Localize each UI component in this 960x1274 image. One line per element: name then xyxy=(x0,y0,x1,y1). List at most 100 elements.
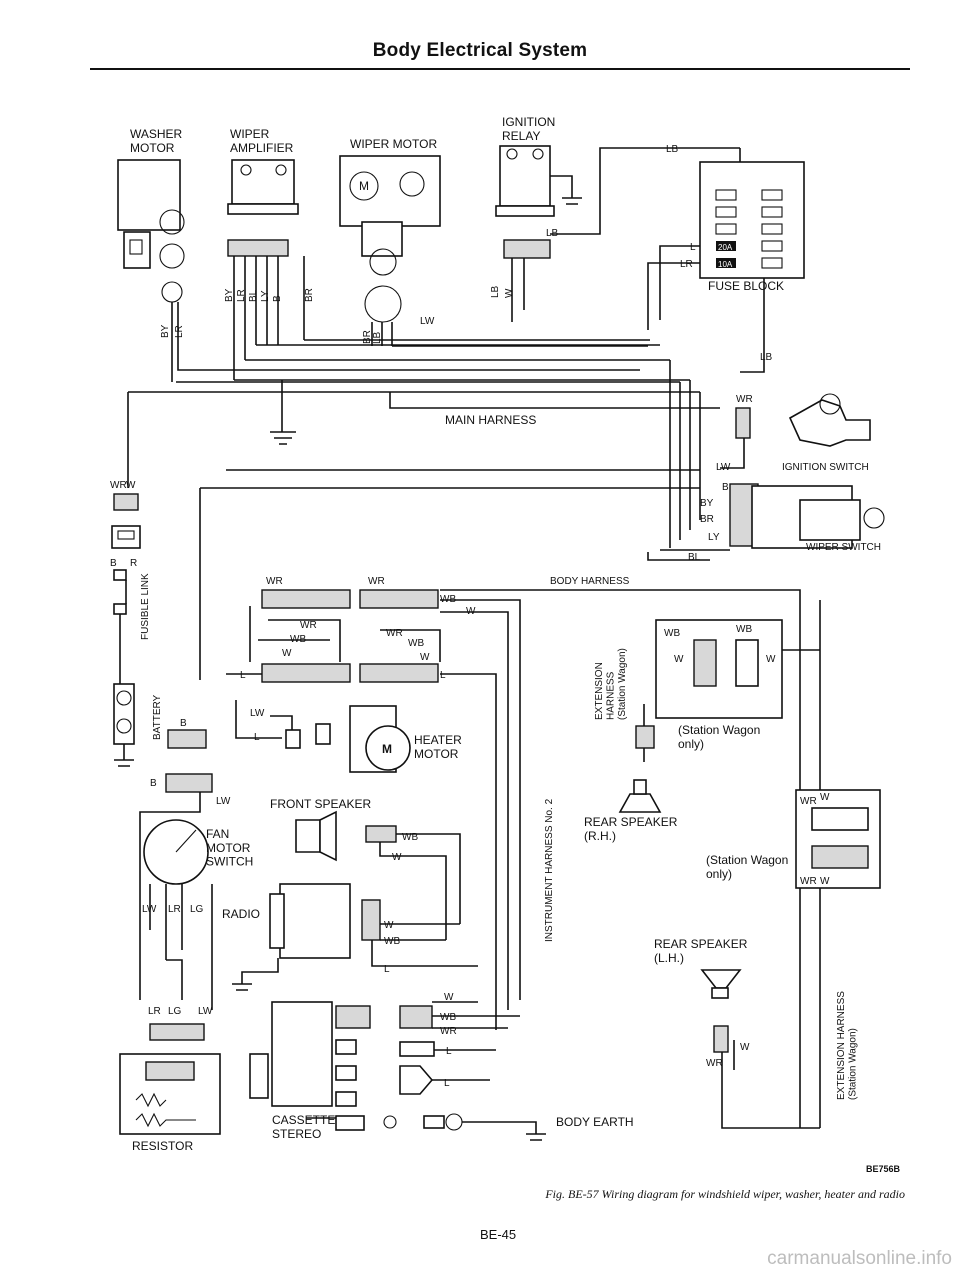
front-speaker: FRONT SPEAKER WB W xyxy=(270,797,461,940)
fusible-link-label: FUSIBLE LINK xyxy=(140,573,151,640)
ws-wire-ly: LY xyxy=(708,532,720,543)
relay-wire-lb: LB xyxy=(546,228,559,239)
hc-wire-wr1: WR xyxy=(266,576,283,587)
fuse-wire-l: L xyxy=(690,242,696,253)
radio-label: RADIO xyxy=(222,907,260,921)
swl-wire-wr2: WR xyxy=(800,876,817,887)
relay-wire-w: W xyxy=(504,288,515,298)
amp-wire-by: BY xyxy=(224,288,235,302)
hc-wire-l1: L xyxy=(240,670,246,681)
hc-wire-wr4: WR xyxy=(386,628,403,639)
sw-wire-wb1: WB xyxy=(664,628,680,639)
wire-label-by: BY xyxy=(160,324,171,338)
hc-wire-wb3: WB xyxy=(408,638,424,649)
body-harness-label: BODY HARNESS xyxy=(550,576,630,587)
wiper-switch-label: WIPER SWITCH xyxy=(806,542,881,553)
relay-wire-lb2: LB xyxy=(490,285,501,298)
battery-label: BATTERY xyxy=(152,694,163,740)
hc-wire-w3: W xyxy=(420,652,430,663)
cs-wire-l: L xyxy=(446,1046,452,1057)
amp-wire-b: B xyxy=(272,295,283,302)
wiper-motor-m: M xyxy=(359,179,369,193)
motor-wire-lb: LB xyxy=(372,331,383,344)
extension-harness-right-label: EXTENSION HARNESS(Station Wagon) xyxy=(836,991,859,1100)
rear-speaker-lh-label: REAR SPEAKER(L.H.) xyxy=(654,937,748,965)
amp-wire-br: BR xyxy=(304,288,315,302)
radio-wire-l: L xyxy=(384,964,390,975)
radio: RADIO W WB L xyxy=(222,883,478,991)
res-wire-lw: LW xyxy=(198,1006,213,1017)
body-earth-label: BODY EARTH xyxy=(556,1115,634,1129)
left-wire-br: B xyxy=(110,558,117,569)
radio-wire-w: W xyxy=(384,920,394,931)
res-wire-lg: LG xyxy=(168,1006,182,1017)
heater-circuit: WR WR WB W WR WB W WR WB W L L LW L M HE… xyxy=(226,576,521,1030)
ws-wire-br: BR xyxy=(700,514,714,525)
header-rule xyxy=(90,68,910,70)
main-harness: MAIN HARNESS xyxy=(127,339,720,548)
main-harness-label: MAIN HARNESS xyxy=(445,413,536,427)
fuse-10a: 10A xyxy=(718,260,733,269)
ws-wire-by: BY xyxy=(700,498,714,509)
fan-wire-b: B xyxy=(180,718,187,729)
motor-wire-lw: LW xyxy=(420,316,435,327)
swl-wire-wr: WR xyxy=(800,796,817,807)
hc-wire-wr3: WR xyxy=(300,620,317,631)
ignition-switch-label: IGNITION SWITCH xyxy=(782,462,869,473)
ign-wire-wr: WR xyxy=(736,394,753,405)
cs-wire-l2: L xyxy=(444,1078,450,1089)
left-wire-r: R xyxy=(130,558,137,569)
left-wire-wr: WR xyxy=(110,480,127,491)
fs-wire-w: W xyxy=(392,852,402,863)
sw-wire-wb2: WB xyxy=(736,624,752,635)
rs-wire-wr: WR xyxy=(706,1058,723,1069)
rs-wire-w: W xyxy=(740,1042,750,1053)
hc-wire-l2: L xyxy=(440,670,446,681)
wiper-motor-label: WIPER MOTOR xyxy=(350,137,437,151)
cs-wire-wr: WR xyxy=(440,1026,457,1037)
sw-wire-w1: W xyxy=(674,654,684,665)
hc-wire-wr2: WR xyxy=(368,576,385,587)
wire-label-lr: LR xyxy=(174,325,185,338)
ws-wire-bl: BL xyxy=(688,552,701,563)
hc-wire-l3: L xyxy=(254,732,260,743)
motor-wire-br: BR xyxy=(362,330,373,344)
figure-code: BE756B xyxy=(865,1164,900,1174)
swl-wire-w: W xyxy=(820,792,830,803)
wiper-switch: B BY BR LY BL WIPER SWITCH xyxy=(647,482,885,563)
ignition-switch: WR IGNITION SWITCH LW xyxy=(716,393,871,473)
instrument-harness-label: INSTRUMENT HARNESS No. 2 xyxy=(544,798,555,942)
heater-motor-m: M xyxy=(382,742,392,756)
hc-wire-lw: LW xyxy=(250,708,265,719)
hc-wire-w2: W xyxy=(282,648,292,659)
radio-wire-wb: WB xyxy=(384,936,400,947)
amp-wire-bl: BL xyxy=(248,289,259,302)
fan-wire-b2: B xyxy=(150,778,157,789)
power-supply: WR W B R FUSIBLE LINK BATTERY xyxy=(110,480,163,767)
cs-wire-w: W xyxy=(444,992,454,1003)
page-number: BE-45 xyxy=(480,1227,517,1242)
fs-wire-wb: WB xyxy=(402,832,418,843)
fuse-lb-label: LB xyxy=(666,144,679,155)
figure-caption: Fig. BE-57 Wiring diagram for windshield… xyxy=(545,1187,905,1201)
ws-wire-b: B xyxy=(722,482,729,493)
fan-wire-lw: LW xyxy=(216,796,231,807)
left-wire-w: W xyxy=(126,480,136,491)
watermark: carmanualsonline.info xyxy=(767,1248,952,1269)
amp-wire-ly: LY xyxy=(260,290,271,302)
rear-speaker-rh-label: REAR SPEAKER(R.H.) xyxy=(584,815,678,843)
